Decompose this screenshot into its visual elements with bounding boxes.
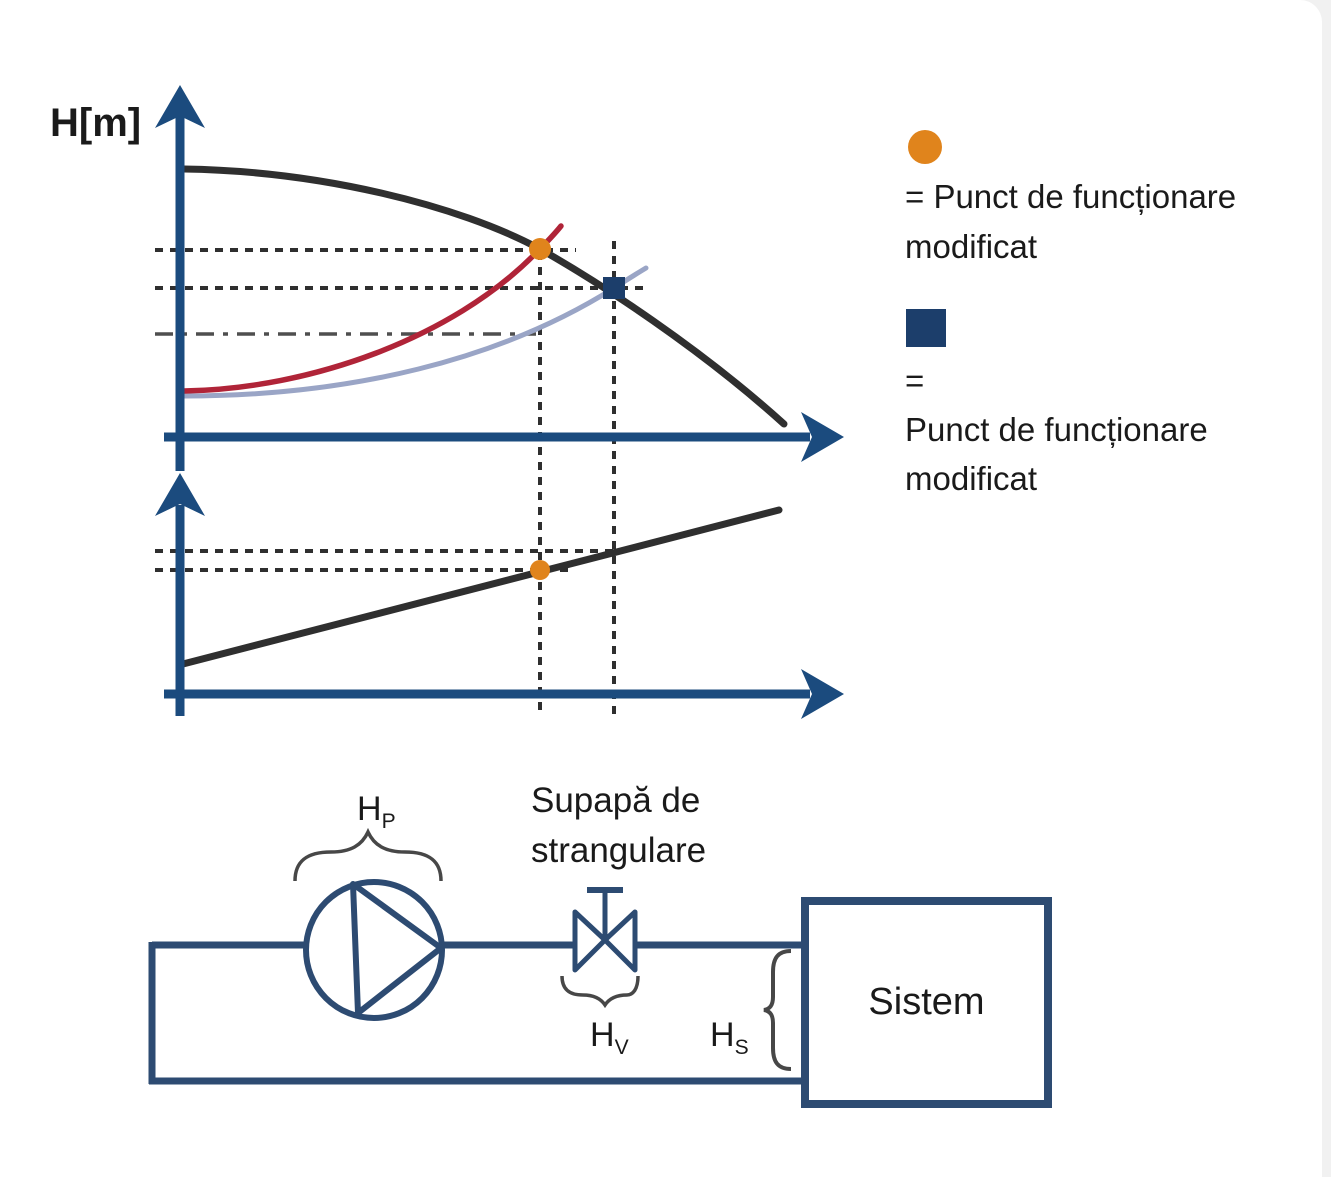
- legend-item-2: = Punct de funcționare modificat: [905, 356, 1208, 503]
- system-box-label: Sistem: [868, 981, 985, 1023]
- system-box: [801, 897, 1052, 1108]
- legend-item-2-line2: Punct de funcționare: [905, 411, 1208, 448]
- pump-head-brace: [293, 827, 443, 882]
- legend-item-1: = Punct de funcționare modificat: [905, 172, 1236, 272]
- system-head-label: HS: [710, 1016, 749, 1058]
- valve-head-sub: V: [614, 1035, 629, 1059]
- legend-item-1-line2: modificat: [905, 228, 1038, 265]
- pump-head-label: HP: [357, 790, 396, 832]
- valve-head-base: H: [590, 1016, 615, 1054]
- power-line: [179, 506, 783, 668]
- system-head-base: H: [710, 1016, 735, 1054]
- navy-operating-point-square: [603, 277, 625, 299]
- pump-head-sub: P: [381, 809, 396, 833]
- bottom-x-axis-arrow: [801, 669, 844, 719]
- valve-head-brace: [560, 975, 640, 1009]
- top-x-axis-arrow: [801, 412, 844, 462]
- pump-triangle-icon: [350, 881, 444, 1016]
- pump-head-base: H: [357, 790, 382, 828]
- legend-item-1-line1: = Punct de funcționare: [905, 178, 1237, 215]
- legend-orange-circle: [908, 130, 942, 164]
- original-system-curve: [181, 265, 649, 399]
- orange-operating-point-top: [529, 238, 551, 260]
- y-axis-label: H[m]: [50, 101, 142, 145]
- valve-left-triangle-icon: [572, 909, 608, 973]
- valve-head-label: HV: [590, 1016, 629, 1058]
- valve-title: Supapă de strangulare: [531, 776, 706, 876]
- valve-title-line1: Supapă de: [531, 781, 701, 820]
- legend-navy-square: [906, 309, 946, 347]
- valve-right-triangle-icon: [602, 909, 638, 973]
- system-head-brace: [763, 949, 792, 1071]
- orange-operating-point-bottom: [530, 560, 550, 580]
- top-y-axis-arrow: [155, 85, 205, 128]
- valve-title-line2: strangulare: [531, 831, 707, 870]
- bottom-y-axis-arrow: [155, 473, 205, 516]
- legend-item-2-line3: modificat: [905, 460, 1038, 497]
- system-head-sub: S: [734, 1035, 749, 1059]
- legend-item-2-line1: =: [905, 362, 925, 399]
